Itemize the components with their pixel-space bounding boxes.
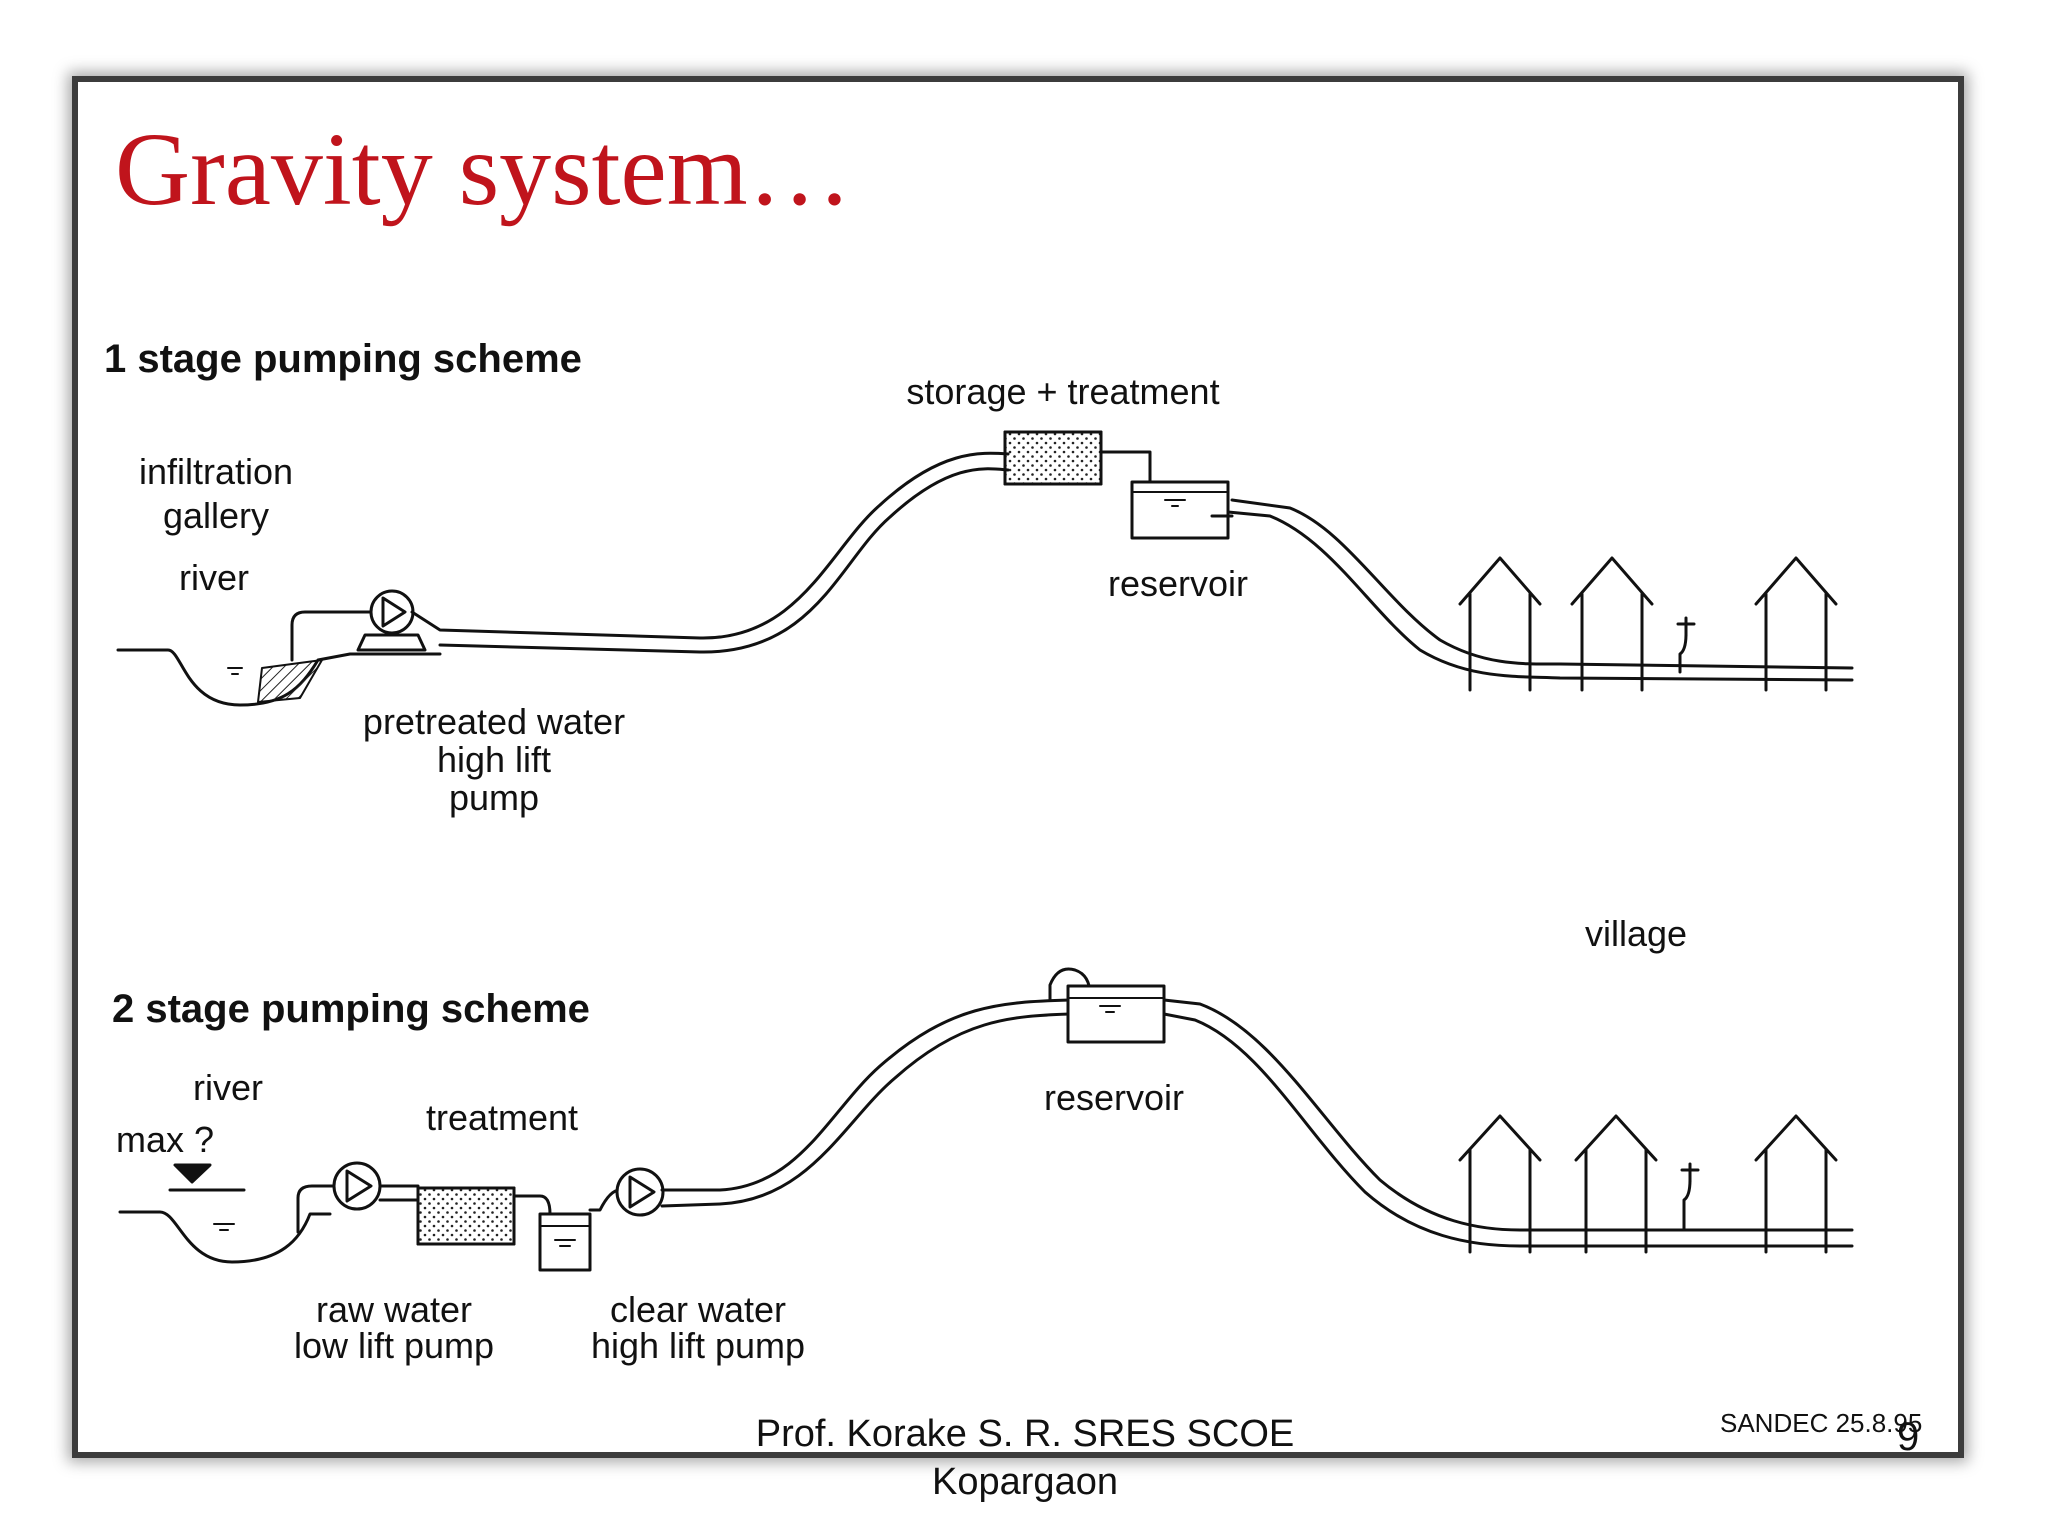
scheme1-distribution-pipe-b <box>1230 498 1854 670</box>
slide-footer: Prof. Korake S. R. SRES SCOE Kopargaon <box>700 1410 1350 1506</box>
scheme2-main-pipe-a <box>660 998 1072 1192</box>
scheme2-tap <box>1680 1162 1700 1232</box>
label-pump: pump <box>449 777 539 818</box>
label-max: max ? <box>116 1119 214 1160</box>
raw-water-low-lift-pump <box>332 1161 382 1211</box>
scheme2-graphic <box>118 967 1854 1272</box>
scheme2-houses <box>1458 1114 1838 1254</box>
infiltration-gallery-hatch <box>257 659 323 703</box>
scheme1-suction-pipe <box>290 610 374 662</box>
scheme2-river-bed <box>118 1210 332 1264</box>
label-pretreated-water: pretreated water <box>363 701 625 742</box>
scheme1-reservoir <box>1130 480 1230 540</box>
label-gallery: gallery <box>163 495 269 536</box>
diagram-credit: SANDEC 25.8.95 <box>1720 1408 1922 1438</box>
footer-line-2: Kopargaon <box>932 1461 1118 1503</box>
label-infiltration: infiltration <box>139 451 293 492</box>
scheme1-houses <box>1458 556 1838 692</box>
scheme2-labels: 2 stage pumping scheme river max ? treat… <box>112 987 1184 1366</box>
scheme1-heading: 1 stage pumping scheme <box>104 337 582 381</box>
scheme1-main-pipe-a <box>410 451 1010 640</box>
label-reservoir-2: reservoir <box>1044 1077 1184 1118</box>
storage-treatment-box <box>1003 430 1103 486</box>
scheme2-main-pipe-b <box>660 1012 1072 1208</box>
page-number: 9 <box>1897 1415 1920 1459</box>
scheme2-reservoir <box>1066 984 1166 1044</box>
clear-water-tank <box>538 1212 592 1272</box>
label-village: village <box>1585 913 1687 954</box>
scheme1-labels: 1 stage pumping scheme infiltration gall… <box>104 337 1248 818</box>
footer-line-1: Prof. Korake S. R. SRES SCOE <box>755 1413 1295 1455</box>
label-river-2: river <box>193 1067 263 1108</box>
label-treatment: treatment <box>426 1097 578 1138</box>
scheme1-distribution-pipe-a <box>1226 510 1854 682</box>
scheme1-graphic <box>116 430 1854 707</box>
scheme2-distribution-pipe-a <box>1162 998 1854 1232</box>
scheme2-heading: 2 stage pumping scheme <box>112 987 590 1031</box>
scheme1-high-lift-pump <box>356 589 427 652</box>
scheme1-main-pipe-b <box>438 467 1010 654</box>
label-low-lift-pump: low lift pump <box>294 1325 494 1366</box>
scheme1-tap <box>1676 616 1696 674</box>
label-storage-treatment: storage + treatment <box>906 371 1219 412</box>
treatment-box <box>416 1186 516 1246</box>
scheme2-distribution-pipe-b <box>1162 1012 1854 1248</box>
label-river-1: river <box>179 557 249 598</box>
label-high-lift: high lift <box>437 739 551 780</box>
label-reservoir-1: reservoir <box>1108 563 1248 604</box>
water-level-marker <box>227 667 243 675</box>
slide-title: Gravity system… <box>115 112 852 227</box>
label-clear-water: clear water <box>610 1289 786 1330</box>
label-raw-water: raw water <box>316 1289 472 1330</box>
slide-frame <box>72 76 1964 1458</box>
clear-water-high-lift-pump <box>615 1167 665 1217</box>
label-high-lift-pump: high lift pump <box>591 1325 805 1366</box>
